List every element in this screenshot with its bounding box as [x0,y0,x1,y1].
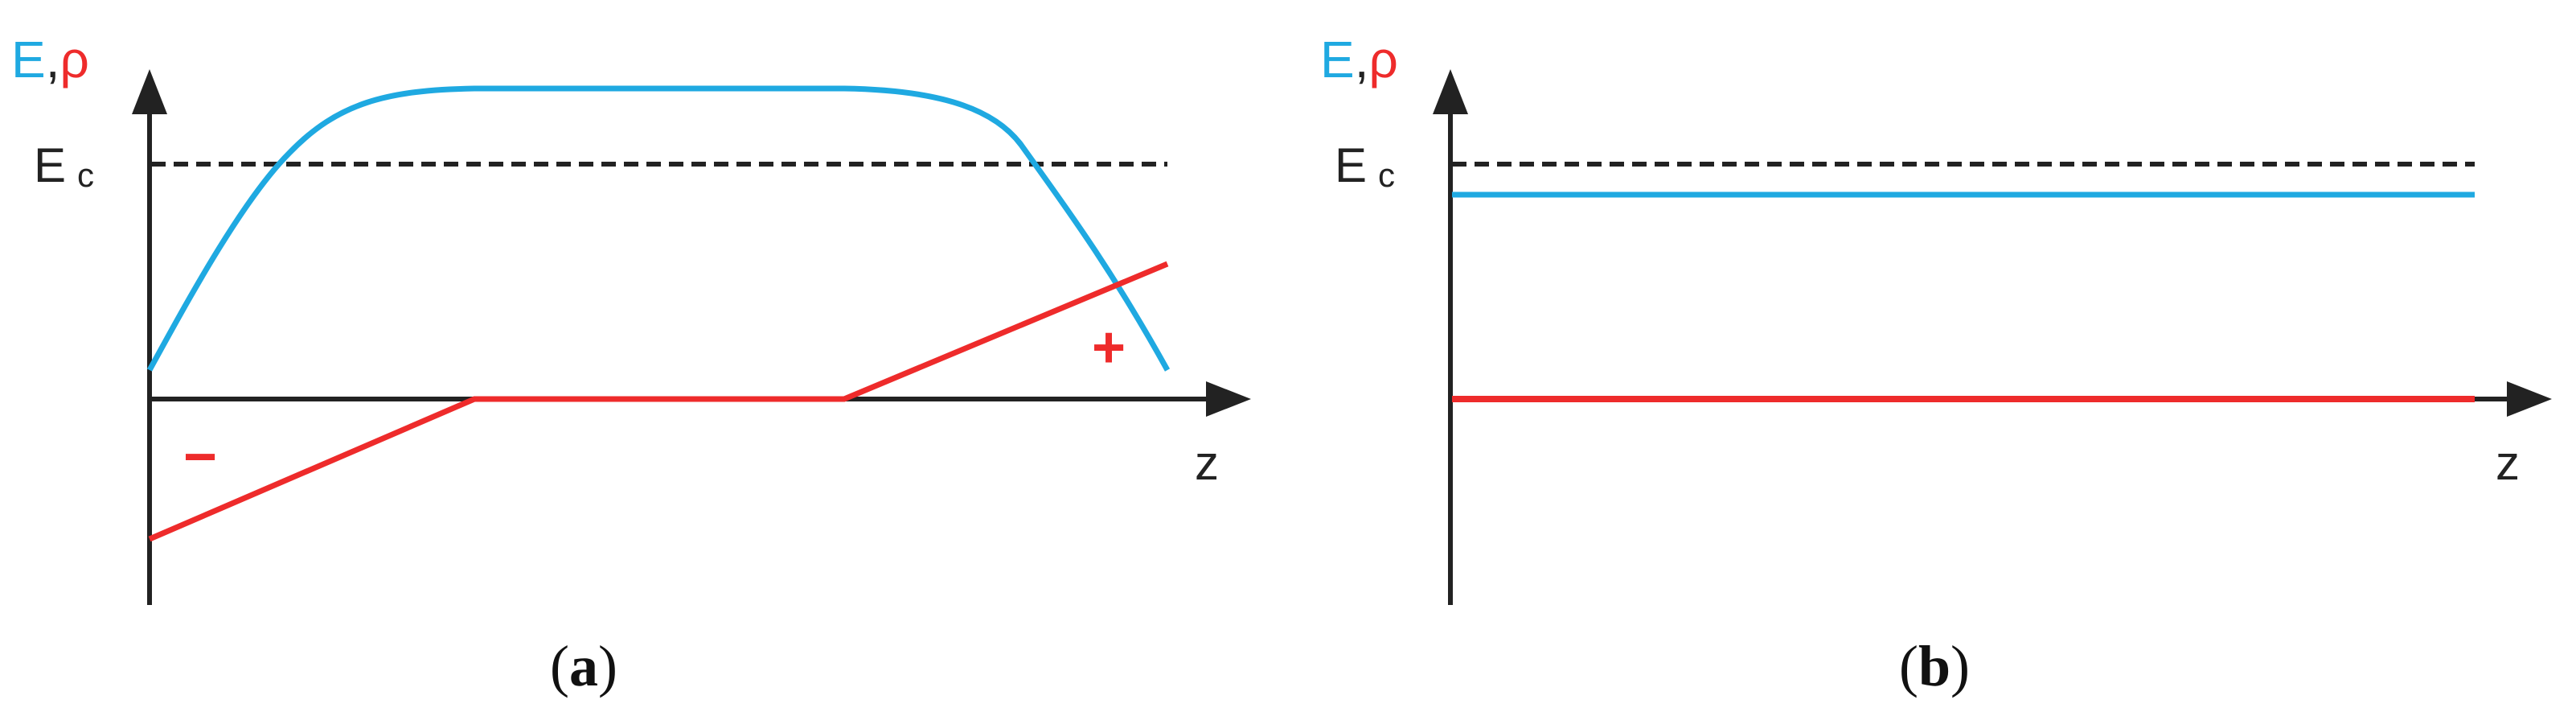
panel-a-caption-close: ) [598,634,617,698]
panel-a-y-title-comma: , [46,31,60,88]
panel-a-ec-main: E [34,138,66,192]
panel-b-caption-close: ) [1950,634,1970,698]
panel-a-plus-sign: + [1092,315,1126,380]
panel-a-y-title-e: E [11,31,46,88]
panel-a-x-arrow-icon [1206,381,1251,417]
panel-b-y-title: E,ρ [1320,31,1398,88]
panel-a-y-title: E,ρ [11,31,89,88]
panel-b-y-title-e: E [1320,31,1355,88]
panel-b-x-title: z [2496,436,2520,490]
panel-b-caption: (b) [1899,634,1970,698]
panel-b-ec-sub: c [1378,156,1395,194]
panel-a-ec-sub: c [77,156,94,194]
panel-a-caption-letter: a [569,634,598,698]
panel-a-x-title: z [1195,436,1219,490]
panel-b-caption-letter: b [1918,634,1950,698]
panel-a-minus-sign: − [183,425,217,489]
panel-a-density-curve [148,261,1169,542]
panel-a-y-arrow-icon [132,69,167,114]
panel-b-ec-main: E [1335,138,1367,192]
panel-b-y-title-rho: ρ [1368,31,1397,88]
panel-a-caption: (a) [550,634,617,698]
panel-b-x-arrow-icon [2507,381,2552,417]
panel-b-caption-open: ( [1899,634,1918,698]
panel-a-caption-open: ( [550,634,569,698]
panel-b-y-arrow-icon [1433,69,1468,114]
panel-b-y-title-comma: , [1355,31,1369,88]
panel-a-energy-curve [146,85,1171,372]
panel-a-y-title-rho: ρ [59,31,88,88]
